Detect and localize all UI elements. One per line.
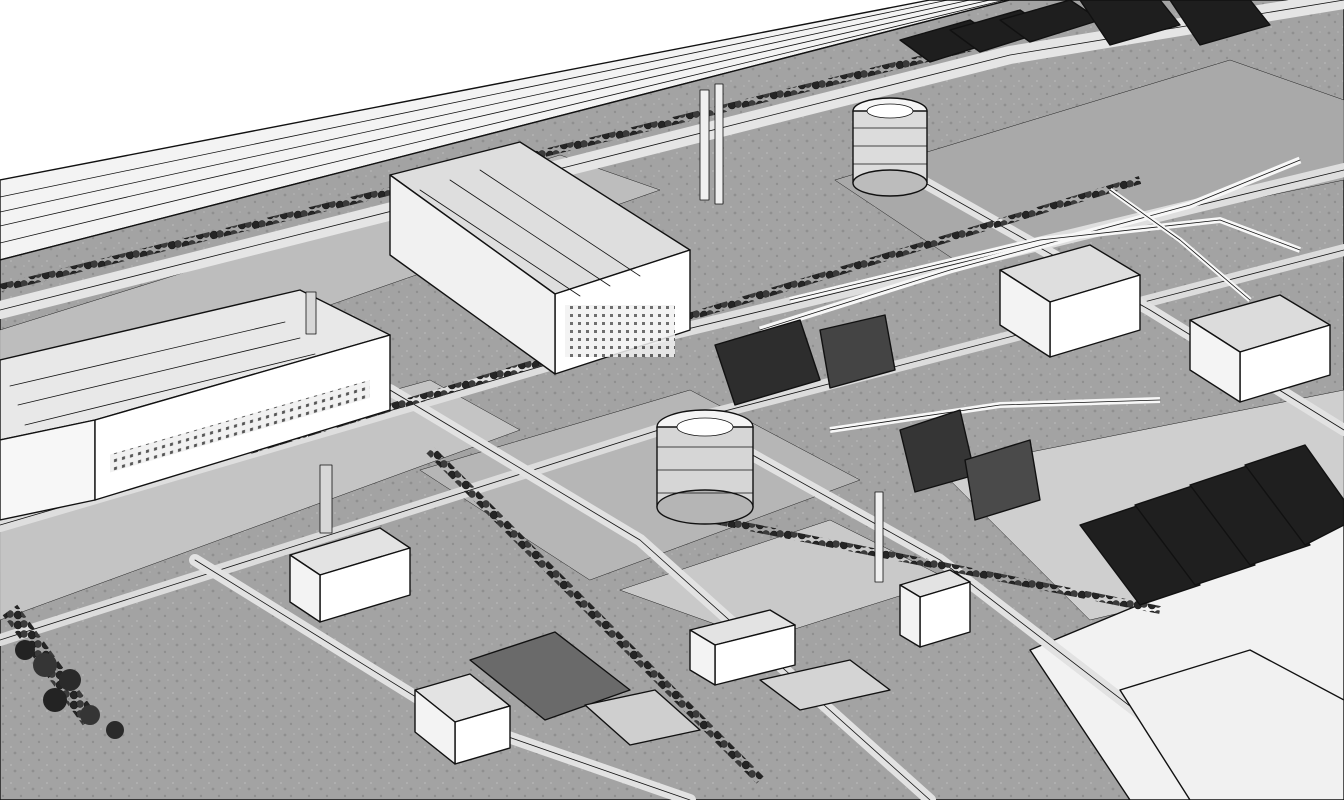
central-machinery: [714, 314, 1041, 521]
warehouse-block-northeast: [899, 0, 1271, 63]
west-factory: [0, 289, 391, 521]
small-buildings-south: [289, 527, 971, 765]
pipeline-network: [758, 156, 1302, 433]
cylinder-tank-center: [656, 409, 754, 525]
dark-reservoir: [469, 631, 631, 721]
chimney-group: [305, 83, 884, 583]
paved-pads: [584, 649, 1344, 800]
tree-cluster-left: [15, 640, 124, 739]
central-hall: [389, 141, 691, 375]
factory-windows: [110, 379, 370, 473]
cylinder-tank-upper: [852, 97, 928, 197]
warehouse-block-southeast: [1079, 444, 1344, 606]
processing-plant-east: [999, 244, 1331, 403]
